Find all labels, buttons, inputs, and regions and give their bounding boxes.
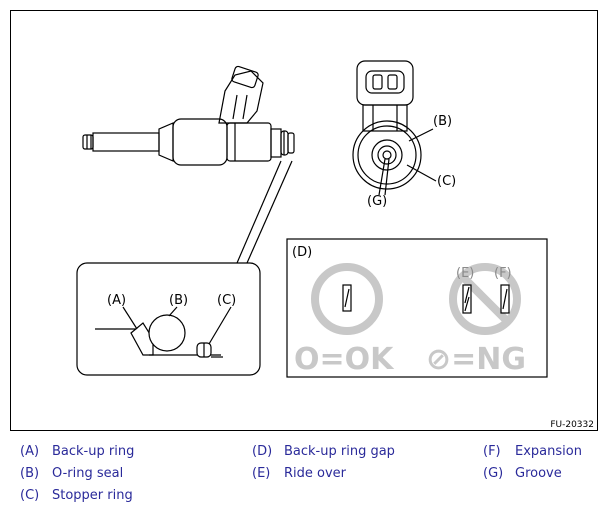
ok-symbol bbox=[311, 263, 383, 335]
ng-symbol bbox=[449, 263, 521, 335]
callout-e-gap: (E) bbox=[456, 266, 474, 281]
detail-bubble bbox=[76, 262, 261, 376]
injector-side-view bbox=[82, 65, 295, 166]
legend-item-c: (C)Stopper ring bbox=[20, 488, 133, 503]
ok-label: O=OK bbox=[294, 342, 395, 377]
gap-inspection-box bbox=[286, 238, 548, 378]
ring-detail bbox=[95, 306, 232, 358]
callout-d-gap: (D) bbox=[292, 245, 312, 260]
legend-item-d: (D)Back-up ring gap bbox=[252, 444, 395, 459]
figure-frame: (A) (B) (C) (B) (C) (G) (D) (E) (F) O=OK… bbox=[10, 10, 598, 431]
callout-b-detail: (B) bbox=[169, 293, 188, 308]
detail-leader-line bbox=[236, 160, 282, 264]
ng-label: ⊘=NG bbox=[426, 342, 526, 377]
diagram-canvas: (A) (B) (C) (B) (C) (G) (D) (E) (F) O=OK… bbox=[76, 60, 594, 430]
legend-item-e: (E)Ride over bbox=[252, 466, 347, 481]
callout-c-end: (C) bbox=[437, 174, 456, 189]
legend-item-b: (B)O-ring seal bbox=[20, 466, 124, 481]
callout-a-detail: (A) bbox=[107, 293, 126, 308]
callout-b-end: (B) bbox=[433, 114, 452, 129]
legend-item-f: (F)Expansion bbox=[483, 444, 582, 459]
callout-g-end: (G) bbox=[367, 194, 387, 209]
callout-c-detail: (C) bbox=[217, 293, 236, 308]
callout-f-gap: (F) bbox=[494, 266, 512, 281]
legend-item-a: (A)Back-up ring bbox=[20, 444, 135, 459]
figure-id: FU-20332 bbox=[550, 420, 594, 430]
injector-end-view bbox=[352, 60, 437, 196]
legend-item-g: (G)Groove bbox=[483, 466, 562, 481]
